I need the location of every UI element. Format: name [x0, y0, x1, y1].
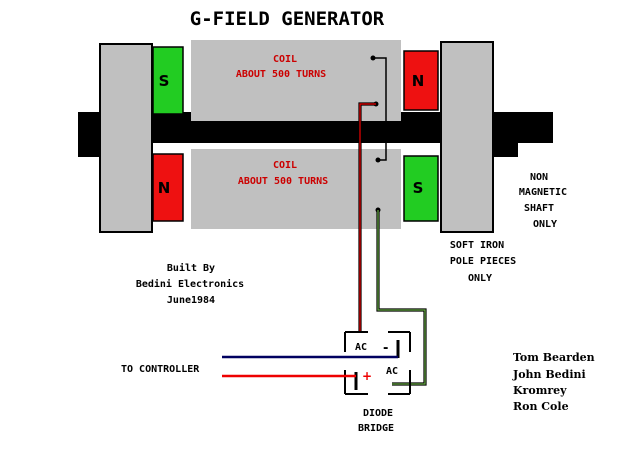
- to-controller-label: TO CONTROLLER: [121, 364, 200, 375]
- built-by-line3: June1984: [167, 295, 215, 306]
- left-rotor: [99, 43, 153, 233]
- shaft-label-line3: SHAFT: [524, 203, 554, 214]
- built-by-line2: Bedini Electronics: [136, 278, 244, 290]
- shaft-right-hub: [492, 112, 518, 157]
- bridge-minus-label: -: [383, 341, 388, 356]
- bridge-ac-top-label: AC: [355, 342, 367, 353]
- magnet-right-top: [403, 50, 439, 111]
- coil-top-terminal-a: [370, 55, 376, 61]
- coil-top-label: COIL: [273, 54, 297, 65]
- shaft-label-line2: MAGNETIC: [519, 187, 567, 198]
- bridge-plus-label: +: [362, 369, 372, 383]
- coil-series-link: [373, 57, 387, 161]
- magnet-right-bottom-pole: S: [413, 179, 424, 197]
- coil-bottom: [191, 149, 401, 229]
- built-by-line1: Built By: [167, 262, 215, 274]
- diagram-title: G-FIELD GENERATOR: [190, 8, 385, 30]
- bridge-label: BRIDGE: [358, 423, 394, 434]
- magnet-right-bottom: [403, 155, 439, 222]
- credit-4: Ron Cole: [513, 400, 569, 413]
- magnet-left-bottom-pole: N: [158, 179, 171, 197]
- shaft-label-line4: ONLY: [533, 219, 557, 230]
- coil-bottom-terminal-a: [375, 157, 381, 163]
- magnet-right-top-pole: N: [412, 72, 425, 90]
- shaft-left-hub: [78, 112, 100, 157]
- shaft-label-line1: NON: [530, 172, 548, 183]
- wire-ac1: [359, 103, 376, 332]
- credit-2: John Bedini: [512, 368, 586, 381]
- wire-ac2: [377, 210, 426, 385]
- pole-label-line3: ONLY: [468, 273, 492, 284]
- coil-bottom-turns: ABOUT 500 TURNS: [238, 176, 328, 187]
- pole-label-line2: POLE PIECES: [450, 256, 516, 267]
- coil-bottom-label: COIL: [273, 160, 297, 171]
- coil-top-turns: ABOUT 500 TURNS: [236, 69, 326, 80]
- coil-top: [191, 40, 401, 121]
- magnet-left-bottom: [152, 153, 184, 222]
- pole-label-line1: SOFT IRON: [450, 240, 504, 251]
- credit-1: Tom Bearden: [513, 351, 595, 364]
- right-rotor: [440, 41, 494, 233]
- magnet-left-top: [152, 46, 184, 115]
- diode-label: DIODE: [363, 408, 393, 419]
- bridge-ac-bottom-label: AC: [386, 366, 398, 377]
- magnet-left-top-pole: S: [159, 72, 170, 90]
- credit-3: Kromrey: [513, 384, 567, 397]
